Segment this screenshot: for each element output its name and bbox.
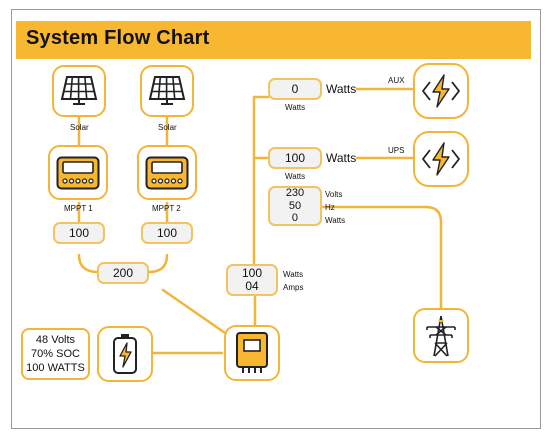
wire-mppt2-merge: [147, 253, 169, 274]
header-bar: [16, 21, 531, 59]
battery-soc: 70% SOC: [31, 348, 80, 360]
ups-unit-small: Watts: [285, 172, 306, 181]
battery-icon: [113, 334, 137, 374]
mppt-1-value: 100: [53, 222, 105, 244]
ups-value: 100: [268, 147, 322, 169]
power-bolt-icon: [422, 74, 460, 108]
grid-tower[interactable]: [413, 308, 469, 363]
aux-unit: Watts: [326, 82, 357, 96]
grid-watts-value: 0: [291, 212, 299, 225]
grid-hz-unit: Hz: [325, 203, 335, 212]
wire-combined-inverter: [161, 288, 230, 337]
aux-unit-small: Watts: [285, 103, 306, 112]
battery-volts: 48 Volts: [35, 334, 76, 346]
grid-volts-value: 230: [285, 187, 305, 200]
solar-panel-2[interactable]: [140, 65, 194, 117]
combined-solar-value: 200: [97, 262, 149, 284]
inverter-amps-value: 04: [245, 279, 259, 293]
solar-panel-icon: [60, 76, 98, 105]
grid-watts-unit: Watts: [325, 216, 346, 225]
ups-label: UPS: [388, 146, 405, 155]
solar-panel-icon: [148, 76, 186, 105]
inverter-watts-unit: Watts: [283, 270, 304, 279]
inverter-readout: 100 04: [226, 264, 278, 296]
battery-info: 48 Volts 70% SOC 100 WATTS: [21, 328, 90, 380]
transmission-tower-icon: [426, 315, 456, 357]
mppt-2-value: 100: [141, 222, 193, 244]
charge-controller-icon: [145, 156, 189, 189]
wire-grid: [320, 205, 443, 310]
mppt-2-label: MPPT 2: [152, 204, 181, 213]
battery-watts: 100 WATTS: [26, 362, 85, 374]
solar-1-label: Solar: [70, 123, 89, 132]
ups-unit: Watts: [326, 151, 357, 165]
mppt-1[interactable]: [48, 145, 108, 200]
inverter-icon: [236, 332, 268, 373]
grid-hz-value: 50: [288, 199, 302, 212]
mppt-1-label: MPPT 1: [64, 204, 93, 213]
solar-2-label: Solar: [158, 123, 177, 132]
grid-volts-unit: Volts: [325, 190, 343, 199]
solar-panel-1[interactable]: [52, 65, 106, 117]
wire-mppt1-merge: [77, 253, 100, 274]
aux-load[interactable]: [413, 63, 469, 119]
power-bolt-icon: [422, 142, 460, 176]
page-title: System Flow Chart: [26, 27, 210, 49]
mppt-2[interactable]: [137, 145, 197, 200]
aux-value: 0: [268, 78, 322, 100]
battery[interactable]: [97, 326, 153, 382]
inverter-amps-unit: Amps: [283, 283, 304, 292]
charge-controller-icon: [56, 156, 100, 189]
inverter-watts-value: 100: [241, 266, 263, 280]
ups-load[interactable]: [413, 131, 469, 187]
inverter[interactable]: [224, 325, 280, 381]
grid-readout: 230 50 0: [268, 186, 322, 226]
aux-label: AUX: [388, 76, 405, 85]
